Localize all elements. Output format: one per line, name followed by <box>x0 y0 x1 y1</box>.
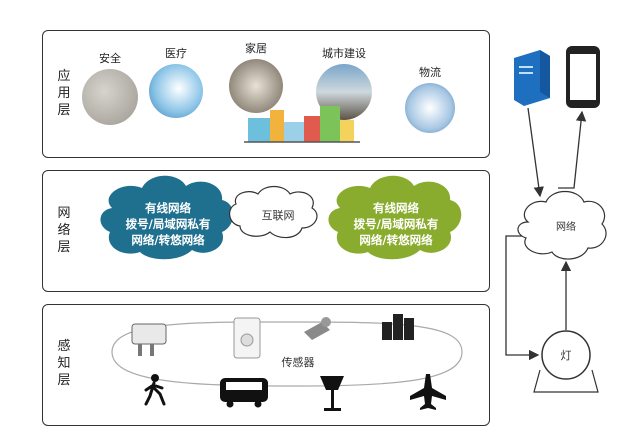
app-item-city-label: 城市建设 <box>322 47 366 60</box>
logistics-image <box>405 83 455 133</box>
sensor-network-loop <box>111 321 463 387</box>
left-cloud-line-1: 有线网络 <box>145 201 191 215</box>
airplane-icon <box>410 374 446 410</box>
medical-image <box>149 64 203 118</box>
network-label: 网络 <box>556 222 576 233</box>
app-item-home: 家居 <box>226 40 286 113</box>
application-layer-label: 应用层 <box>57 69 71 118</box>
right-cloud-text: 有线网络 拨号/局域网私有 网络/转悠网络 <box>334 200 458 248</box>
humidity-sensor-icon <box>131 323 167 356</box>
server-to-network-arrow <box>527 107 544 198</box>
security-image <box>82 69 138 125</box>
lamp-base <box>533 369 599 393</box>
right-cloud-line-3: 网络/转悠网络 <box>359 233 433 247</box>
city-buildings-illustration <box>244 106 360 143</box>
right-cloud-line-1: 有线网络 <box>373 201 419 215</box>
network-layer-label: 网络层 <box>57 206 71 255</box>
lamp-circle <box>541 330 591 380</box>
app-item-security-label: 安全 <box>99 52 121 65</box>
pedestrian-icon <box>144 374 166 406</box>
home-image <box>229 59 283 113</box>
lamp-label: 灯 <box>560 349 572 362</box>
network-to-lamp-arrow <box>505 235 540 361</box>
app-item-city: 城市建设 <box>308 45 380 120</box>
city-buildings-icon <box>382 314 414 340</box>
app-item-logistics-label: 物流 <box>419 66 441 79</box>
right-network-cloud <box>328 175 462 260</box>
app-item-logistics: 物流 <box>400 64 460 133</box>
app-item-medical-label: 医疗 <box>165 47 187 60</box>
app-item-home-label: 家居 <box>245 42 267 55</box>
right-network-cloud-small <box>517 190 607 260</box>
sensing-layer-box <box>42 304 490 426</box>
left-cloud-line-2: 拨号/局域网私有 <box>125 217 211 231</box>
left-cloud-line-3: 网络/转悠网络 <box>131 233 205 247</box>
server-icon <box>514 50 550 106</box>
sensing-layer-label: 感知层 <box>57 339 71 388</box>
app-item-medical: 医疗 <box>146 45 206 118</box>
sensor-label: 传感器 <box>281 356 315 369</box>
internet-cloud-label: 互联网 <box>261 209 295 222</box>
left-network-cloud <box>100 175 234 260</box>
motion-detector-icon <box>233 317 261 359</box>
left-cloud-text: 有线网络 拨号/局域网私有 网络/转悠网络 <box>106 200 230 248</box>
right-cloud-line-2: 拨号/局域网私有 <box>353 217 439 231</box>
internet-cloud <box>229 185 318 239</box>
bus-icon <box>220 378 268 408</box>
smartphone-icon <box>566 46 600 108</box>
app-item-security: 安全 <box>80 50 140 125</box>
probe-sensor-icon <box>304 317 331 340</box>
street-lamp-icon <box>320 376 344 411</box>
network-to-phone-arrow <box>558 110 587 189</box>
